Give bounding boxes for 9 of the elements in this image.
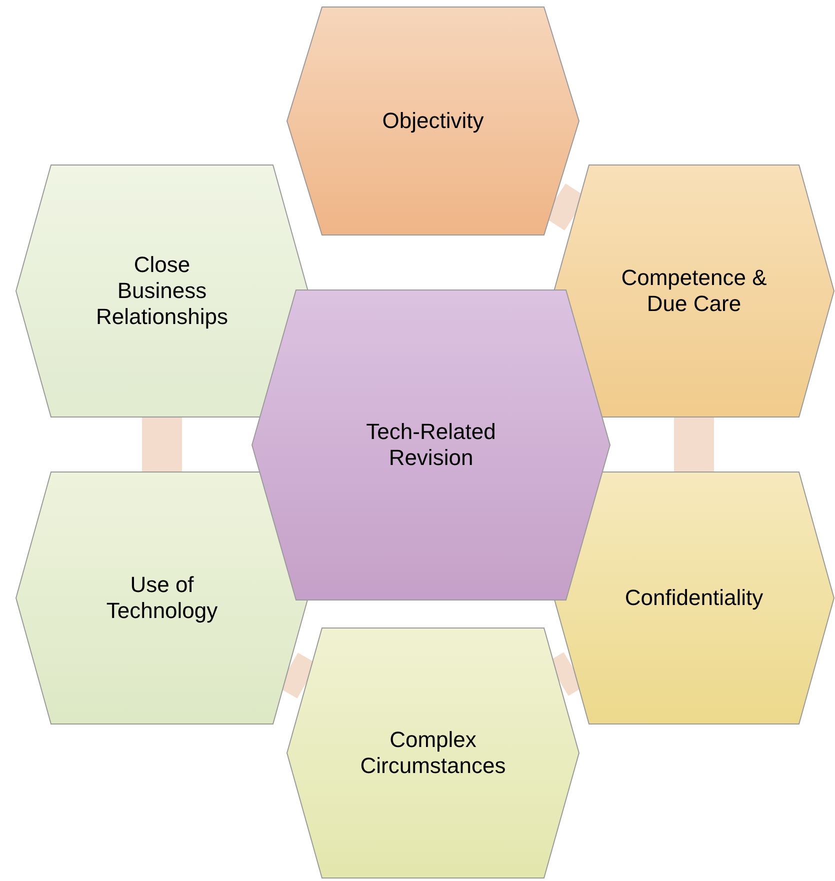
hexagon-label: Competence & Due Care <box>620 265 768 317</box>
hexagon-label: Use of Technology <box>105 572 219 624</box>
hexagon-label: Objectivity <box>382 108 484 134</box>
connector-band <box>142 417 182 472</box>
hexagon-label: Confidentiality <box>624 585 764 611</box>
hexagon-label: Complex Circumstances <box>359 727 507 779</box>
hexagon-label: Close Business Relationships <box>94 252 230 330</box>
connector-band <box>674 417 714 472</box>
hexagon-label: Tech-Related Revision <box>365 419 497 471</box>
